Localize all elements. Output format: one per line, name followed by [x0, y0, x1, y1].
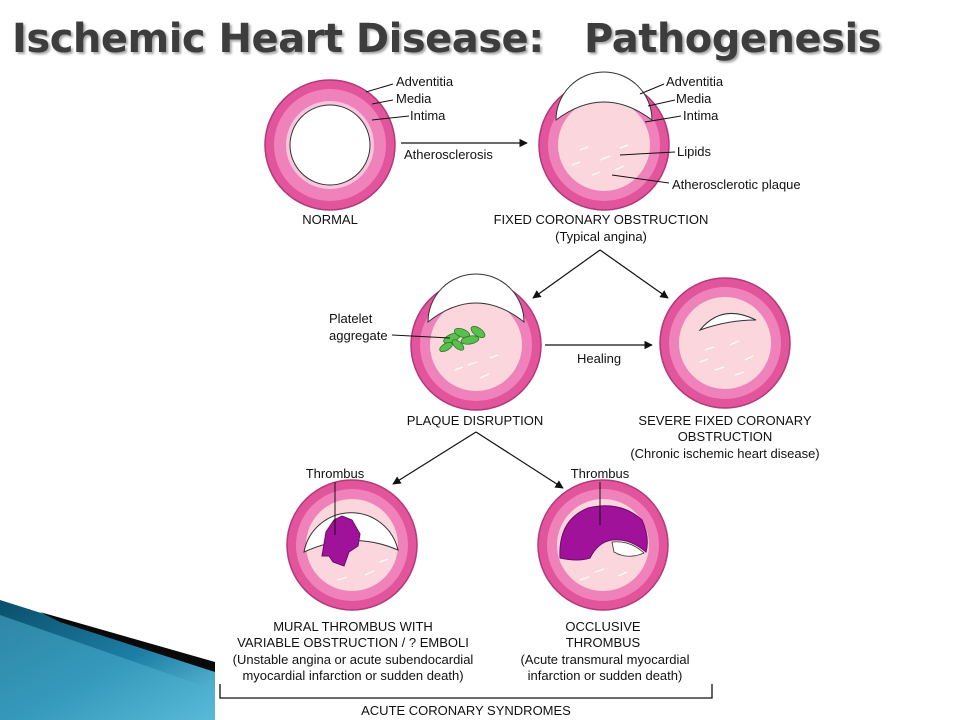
- caption-mural-3: (Unstable angina or acute subendocardial: [233, 652, 474, 667]
- vessel-normal: [265, 80, 395, 210]
- caption-mural-1: MURAL THROMBUS WITH: [273, 619, 433, 634]
- vessel-plaque-disruption: [411, 274, 541, 410]
- caption-severe-3: (Chronic ischemic heart disease): [630, 446, 819, 461]
- caption-mural-2: VARIABLE OBSTRUCTION / ? EMBOLI: [237, 635, 469, 650]
- acs-bracket: [220, 684, 712, 698]
- caption-fixed-2: (Typical angina): [555, 229, 647, 244]
- label-media-1: Media: [396, 91, 432, 106]
- vessel-severe-obstruction: [660, 278, 790, 408]
- label-thrombus-2: Thrombus: [571, 466, 630, 481]
- label-media-2: Media: [676, 91, 712, 106]
- caption-severe-2: OBSTRUCTION: [678, 429, 773, 444]
- vessel-occlusive-thrombus: [538, 480, 668, 610]
- label-aggregate: aggregate: [329, 328, 388, 343]
- label-atherosclerosis: Atherosclerosis: [404, 147, 493, 162]
- vessel-mural-thrombus: [287, 480, 417, 610]
- caption-normal: NORMAL: [302, 212, 358, 227]
- corner-accent: [0, 600, 215, 720]
- label-atherosclerotic-plaque: Atherosclerotic plaque: [672, 177, 801, 192]
- caption-occlusive-3: (Acute transmural myocardial: [520, 652, 689, 667]
- label-lipids: Lipids: [677, 144, 711, 159]
- label-adventitia-1: Adventitia: [396, 74, 454, 89]
- caption-occlusive-4: infarction or sudden death): [528, 668, 683, 683]
- caption-mural-4: myocardial infarction or sudden death): [242, 668, 463, 683]
- caption-occlusive-2: THROMBUS: [566, 635, 641, 650]
- vessel-fixed-obstruction: [539, 72, 669, 210]
- caption-disruption: PLAQUE DISRUPTION: [407, 413, 544, 428]
- caption-fixed-1: FIXED CORONARY OBSTRUCTION: [494, 212, 709, 227]
- label-thrombus-1: Thrombus: [306, 466, 365, 481]
- caption-severe-1: SEVERE FIXED CORONARY: [638, 413, 811, 428]
- label-platelet: Platelet: [329, 311, 373, 326]
- label-adventitia-2: Adventitia: [666, 74, 724, 89]
- label-healing: Healing: [577, 351, 621, 366]
- label-intima-1: Intima: [410, 108, 446, 123]
- caption-acs: ACUTE CORONARY SYNDROMES: [361, 703, 571, 718]
- label-intima-2: Intima: [683, 108, 719, 123]
- caption-occlusive-1: OCCLUSIVE: [565, 619, 640, 634]
